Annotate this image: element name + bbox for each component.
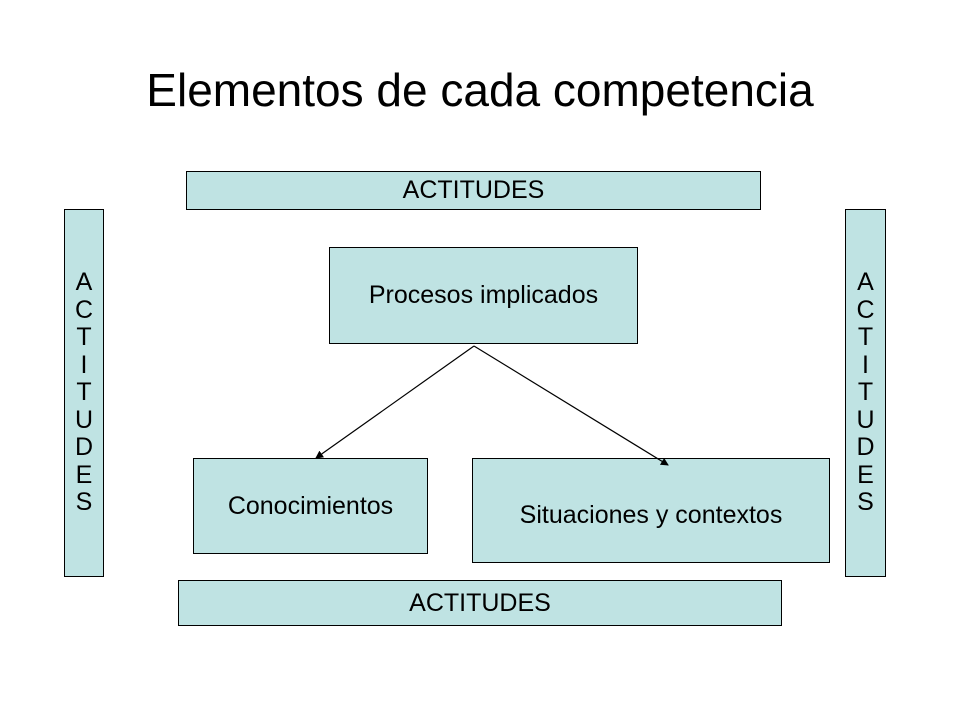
vertical-letter: U	[856, 405, 875, 434]
vertical-letter: A	[857, 268, 874, 297]
procesos-implicados-label: Procesos implicados	[368, 281, 599, 309]
vertical-letter: I	[862, 350, 869, 379]
vertical-letter: C	[74, 295, 94, 324]
vertical-letter: S	[75, 488, 93, 517]
vertical-letter: D	[74, 433, 94, 462]
vertical-letter: A	[75, 268, 93, 297]
actitudes-top-bar: ACTITUDES	[186, 171, 761, 210]
vertical-letter: C	[856, 295, 875, 324]
vertical-letter: T	[76, 323, 92, 352]
vertical-letter: T	[76, 378, 92, 407]
procesos-implicados-node: Procesos implicados	[329, 247, 638, 344]
vertical-letter: E	[857, 460, 874, 489]
actitudes-bottom-bar: ACTITUDES	[178, 580, 782, 626]
vertical-letter: D	[856, 433, 875, 462]
vertical-letter: T	[857, 378, 874, 407]
vertical-letter: I	[80, 350, 88, 379]
arrow-procesos-to-situaciones	[473, 345, 669, 466]
vertical-letter: S	[857, 488, 874, 517]
conocimientos-node: Conocimientos	[193, 458, 428, 554]
vertical-letter: T	[857, 323, 874, 352]
conocimientos-label: Conocimientos	[227, 491, 394, 520]
vertical-letter: U	[74, 405, 94, 434]
situaciones-contextos-node: Situaciones y contextos	[472, 458, 830, 563]
vertical-letter: E	[75, 460, 93, 489]
situaciones-contextos-label: Situaciones y contextos	[519, 501, 783, 529]
actitudes-bottom-label: ACTITUDES	[409, 588, 551, 617]
page-title: Elementos de cada competencia	[146, 64, 814, 116]
arrow-procesos-to-conocimientos	[315, 345, 475, 459]
actitudes-top-label: ACTITUDES	[402, 176, 545, 204]
